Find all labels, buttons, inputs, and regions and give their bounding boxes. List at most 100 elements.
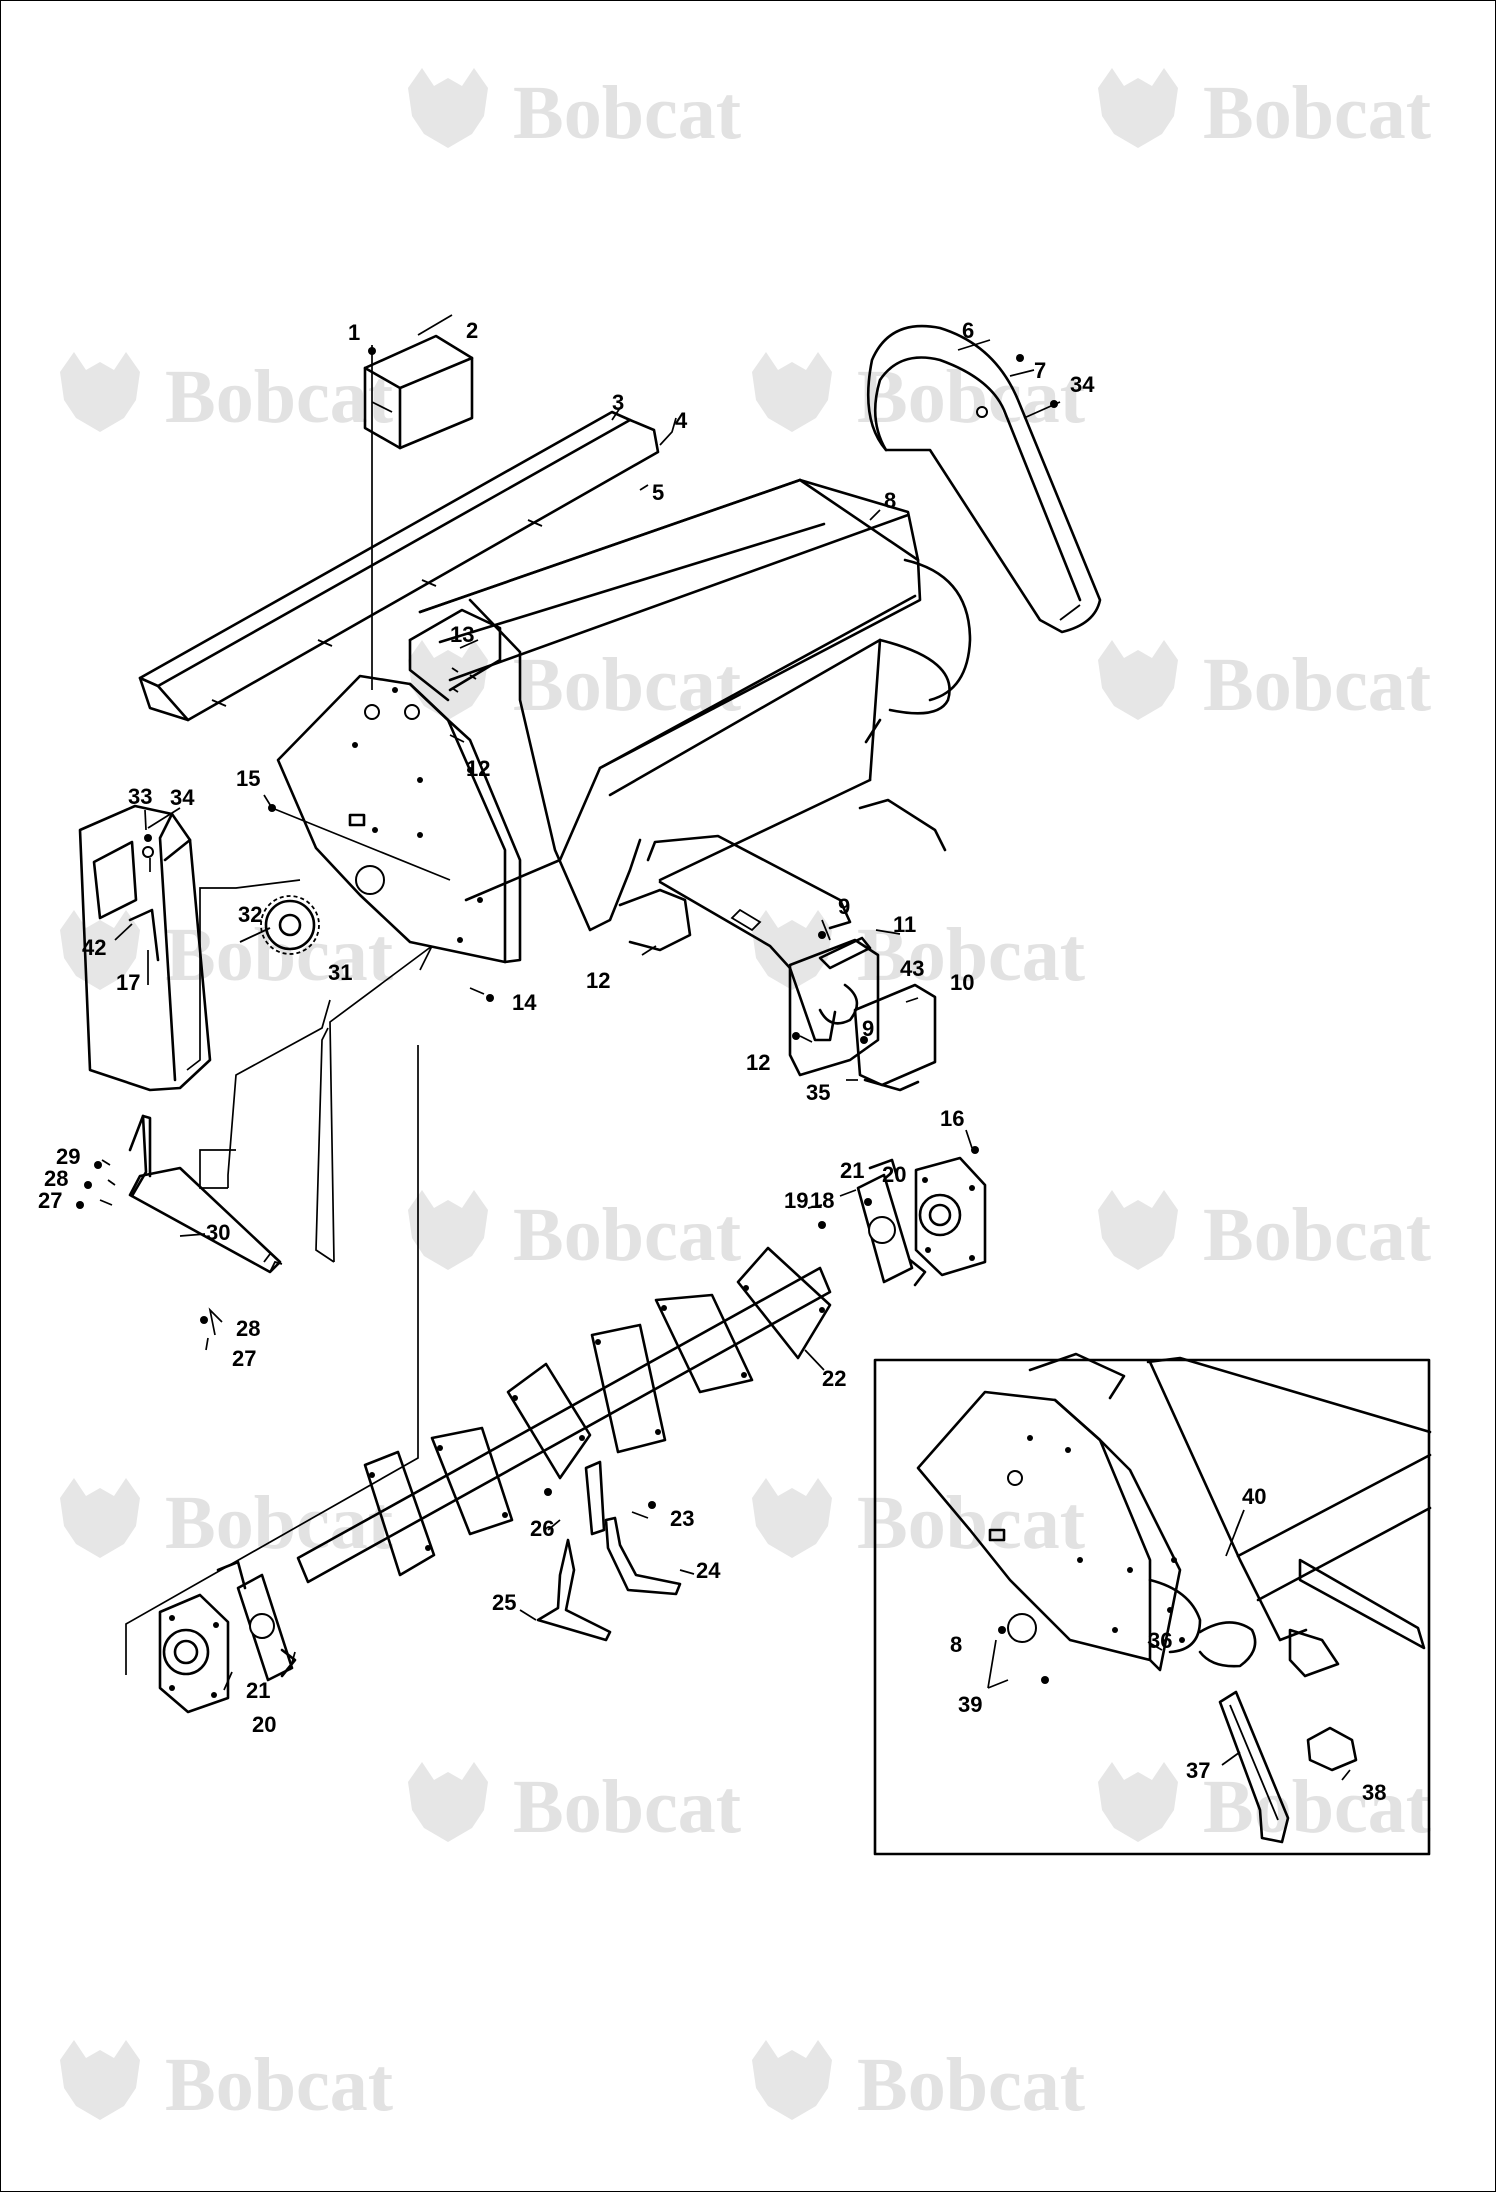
- callout-7: 7: [1034, 358, 1046, 383]
- watermark-logo: Bobcat: [1098, 1190, 1431, 1277]
- detail-inset: [873, 1352, 1432, 1856]
- callout-42: 42: [82, 935, 106, 960]
- watermark-text: Bobcat: [857, 355, 1085, 439]
- watermark-logo: Bobcat: [60, 1478, 393, 1565]
- watermark-logo: Bobcat: [1098, 1762, 1431, 1849]
- callout-labels: 1 2 3 4 5 6 7 34 8 13 12 15 33 34 42 17 …: [38, 318, 1386, 1805]
- part-20-bearing-left: [158, 1593, 230, 1714]
- callout-12b: 12: [586, 968, 610, 993]
- part-33-side-shield: [78, 804, 212, 1092]
- part-21-plate-right: [856, 1158, 927, 1287]
- watermark-logo: Bobcat: [408, 640, 741, 727]
- callout-10: 10: [950, 970, 974, 995]
- callout-21b: 21: [246, 1678, 270, 1703]
- frame-tube-lower: [618, 798, 947, 1042]
- watermark-text: Bobcat: [1203, 1193, 1431, 1277]
- part-26-tine-mount: [584, 1460, 606, 1536]
- callout-9a: 9: [838, 894, 850, 919]
- callout-28a: 28: [44, 1166, 68, 1191]
- callout-12a: 12: [466, 756, 490, 781]
- callout-40: 40: [1242, 1484, 1266, 1509]
- watermark-layer: Bobcat Bobcat Bobcat Bobcat Bobcat Bobca…: [60, 68, 1431, 2127]
- watermark-logo: Bobcat: [408, 1190, 741, 1277]
- callout-11: 11: [893, 912, 916, 937]
- watermark-logo: Bobcat: [408, 68, 741, 155]
- callout-17: 17: [116, 970, 140, 995]
- part-21-plate-left: [216, 1560, 297, 1682]
- leader-lines: [99, 314, 1351, 1781]
- callout-34a: 34: [1070, 372, 1095, 397]
- watermark-text: Bobcat: [513, 1193, 741, 1277]
- watermark-text: Bobcat: [857, 1481, 1085, 1565]
- callout-39: 39: [958, 1692, 982, 1717]
- callout-23: 23: [670, 1506, 694, 1531]
- callout-8b: 8: [950, 1632, 962, 1657]
- callout-29: 29: [56, 1144, 80, 1169]
- callout-18: 18: [810, 1188, 834, 1213]
- callout-19: 19: [784, 1188, 808, 1213]
- watermark-text: Bobcat: [165, 1481, 393, 1565]
- part-3-deflector-channel: [138, 410, 660, 722]
- part-6-chain-guard: [866, 324, 1102, 634]
- part-24-tine: [604, 1516, 682, 1596]
- end-plate-left: [276, 598, 642, 964]
- callout-20a: 20: [882, 1162, 906, 1187]
- watermark-logo: Bobcat: [1098, 68, 1431, 155]
- part-31-sprocket: [239, 895, 320, 955]
- watermark-text: Bobcat: [513, 71, 741, 155]
- watermark-text: Bobcat: [513, 1765, 741, 1849]
- callout-3: 3: [612, 390, 624, 415]
- watermark-logo: Bobcat: [752, 2040, 1085, 2127]
- rotor-shaft-assembly: [296, 1246, 832, 1584]
- callout-27a: 27: [38, 1188, 62, 1213]
- callout-4: 4: [675, 408, 688, 433]
- part-2-cover-box: [363, 334, 474, 450]
- callout-34b: 34: [170, 785, 195, 810]
- watermark-text: Bobcat: [857, 913, 1085, 997]
- callout-25: 25: [492, 1590, 516, 1615]
- watermark-text: Bobcat: [165, 2043, 393, 2127]
- callout-43: 43: [900, 956, 924, 981]
- callout-13: 13: [450, 622, 474, 647]
- callout-14: 14: [512, 990, 537, 1015]
- watermark-logo: Bobcat: [752, 352, 1085, 439]
- watermark-logo: Bobcat: [752, 910, 1085, 997]
- watermark-text: Bobcat: [1203, 1765, 1431, 1849]
- watermark-logo: Bobcat: [752, 1478, 1085, 1565]
- watermark-text: Bobcat: [165, 355, 393, 439]
- part-20-bearing-right: [914, 1156, 987, 1277]
- callout-5: 5: [652, 480, 664, 505]
- callout-12c: 12: [746, 1050, 770, 1075]
- watermark-text: Bobcat: [1203, 71, 1431, 155]
- callout-32: 32: [238, 902, 262, 927]
- callout-33: 33: [128, 784, 152, 809]
- watermark-text: Bobcat: [857, 2043, 1085, 2127]
- callout-31: 31: [328, 960, 352, 985]
- watermark-text: Bobcat: [513, 643, 741, 727]
- part-30-lower-bracket: [128, 1114, 283, 1274]
- callout-24: 24: [696, 1558, 721, 1583]
- callout-15: 15: [236, 766, 260, 791]
- callout-27b: 27: [232, 1346, 256, 1371]
- watermark-text: Bobcat: [1203, 643, 1431, 727]
- fasteners: [76, 347, 1058, 1684]
- callout-2: 2: [466, 318, 478, 343]
- callout-35: 35: [806, 1080, 830, 1105]
- callout-20b: 20: [252, 1712, 276, 1737]
- callout-1: 1: [348, 320, 360, 345]
- watermark-logo: Bobcat: [408, 1762, 741, 1849]
- callout-38: 38: [1362, 1780, 1386, 1805]
- callout-16: 16: [940, 1106, 964, 1131]
- callout-8: 8: [884, 488, 896, 513]
- callout-21a: 21: [840, 1158, 864, 1183]
- part-10-bracket-cover: [853, 983, 937, 1092]
- watermark-logo: Bobcat: [60, 2040, 393, 2127]
- callout-22: 22: [822, 1366, 846, 1391]
- part-11-bearing-bracket: [788, 936, 880, 1077]
- watermark-logo: Bobcat: [60, 352, 393, 439]
- callout-6: 6: [962, 318, 974, 343]
- watermark-logo: Bobcat: [1098, 640, 1431, 727]
- callout-30: 30: [206, 1220, 230, 1245]
